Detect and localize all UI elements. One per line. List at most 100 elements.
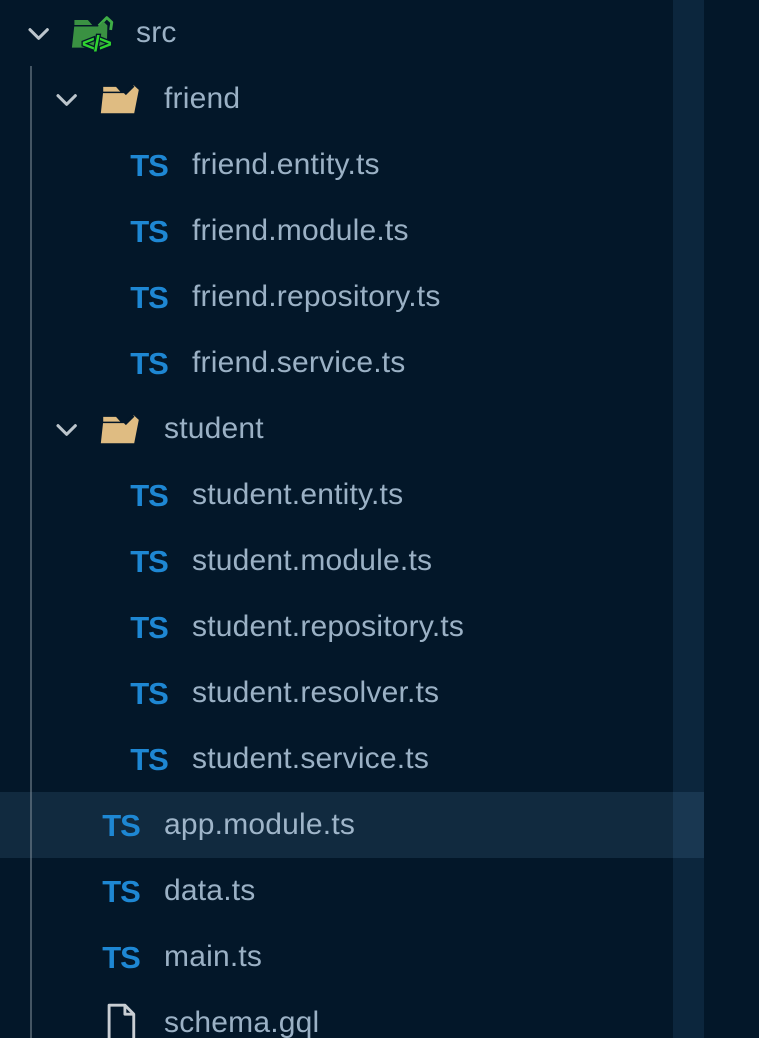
indent-guide (30, 66, 32, 1038)
indent-spacer (0, 957, 50, 958)
indent-spacer (0, 363, 78, 364)
icon-slot: TS (98, 924, 144, 990)
tree-item-friend-service-ts[interactable]: TS friend.service.ts (0, 330, 759, 396)
typescript-icon: TS (130, 147, 169, 183)
tree-item-student-resolver-ts[interactable]: TS student.resolver.ts (0, 660, 759, 726)
indent-spacer (0, 825, 50, 826)
icon-slot: TS (126, 330, 172, 396)
tree-item-src[interactable]: </> src (0, 0, 759, 66)
tree-item-label: friend.module.ts (192, 214, 409, 247)
tree-item-student-entity-ts[interactable]: TS student.entity.ts (0, 462, 759, 528)
tree-item-data-ts[interactable]: TS data.ts (0, 858, 759, 924)
tree-item-app-module-ts[interactable]: TS app.module.ts (0, 792, 759, 858)
typescript-icon: TS (130, 213, 169, 249)
folder-open-icon (100, 84, 139, 114)
chevron-slot (50, 858, 84, 924)
typescript-icon: TS (102, 807, 141, 843)
tree-item-friend-entity-ts[interactable]: TS friend.entity.ts (0, 132, 759, 198)
tree-item-student-repository-ts[interactable]: TS student.repository.ts (0, 594, 759, 660)
typescript-icon: TS (130, 741, 169, 777)
tree-item-friend-module-ts[interactable]: TS friend.module.ts (0, 198, 759, 264)
indent-spacer (0, 165, 78, 166)
indent-spacer (0, 627, 78, 628)
tree-item-friend-repository-ts[interactable]: TS friend.repository.ts (0, 264, 759, 330)
chevron-slot (78, 594, 112, 660)
tree-item-main-ts[interactable]: TS main.ts (0, 924, 759, 990)
icon-slot (98, 990, 144, 1038)
indent-spacer (0, 429, 50, 430)
indent-spacer (0, 759, 78, 760)
folder-open-icon (100, 414, 139, 444)
chevron-slot (78, 264, 112, 330)
tree-item-label: student.repository.ts (192, 610, 465, 643)
icon-slot (98, 396, 144, 462)
chevron-slot (78, 198, 112, 264)
chevron-slot (78, 528, 112, 594)
chevron-slot (50, 792, 84, 858)
chevron-slot (50, 990, 84, 1038)
icon-slot: TS (98, 858, 144, 924)
chevron-down-icon[interactable] (50, 413, 82, 445)
tree-item-student-service-ts[interactable]: TS student.service.ts (0, 726, 759, 792)
tree-item-label: friend.entity.ts (192, 148, 380, 181)
tree-item-label: student.resolver.ts (192, 676, 440, 709)
icon-slot: </> (70, 0, 116, 66)
chevron-down-icon[interactable] (22, 17, 54, 49)
typescript-icon: TS (102, 939, 141, 975)
chevron-slot (78, 330, 112, 396)
tree-item-label: app.module.ts (164, 808, 356, 841)
indent-spacer (0, 693, 78, 694)
indent-spacer (0, 99, 50, 100)
tree-item-label: student (164, 412, 264, 445)
chevron-down-icon[interactable] (50, 83, 82, 115)
icon-slot: TS (126, 462, 172, 528)
indent-spacer (0, 1023, 50, 1024)
file-icon (107, 1003, 136, 1038)
icon-slot: TS (126, 198, 172, 264)
code-glyph: </> (82, 31, 111, 55)
tree-item-label: friend.service.ts (192, 346, 406, 379)
chevron-slot (50, 66, 84, 132)
typescript-icon: TS (130, 543, 169, 579)
icon-slot: TS (126, 528, 172, 594)
tree-item-label: friend (164, 82, 241, 115)
scrollbar-thumb[interactable] (673, 0, 704, 1038)
indent-spacer (0, 495, 78, 496)
tree-item-label: src (136, 16, 177, 49)
indent-spacer (0, 231, 78, 232)
icon-slot: TS (126, 132, 172, 198)
icon-slot (98, 66, 144, 132)
tree-item-friend[interactable]: friend (0, 66, 759, 132)
tree-item-label: student.service.ts (192, 742, 430, 775)
tree-item-label: main.ts (164, 940, 263, 973)
indent-spacer (0, 33, 22, 34)
chevron-slot (78, 462, 112, 528)
icon-slot: TS (126, 726, 172, 792)
typescript-icon: TS (130, 477, 169, 513)
icon-slot: TS (126, 594, 172, 660)
typescript-icon: TS (130, 675, 169, 711)
chevron-slot (78, 726, 112, 792)
icon-slot: TS (126, 660, 172, 726)
chevron-slot (78, 660, 112, 726)
typescript-icon: TS (130, 279, 169, 315)
chevron-slot (22, 0, 56, 66)
tree-item-label: student.entity.ts (192, 478, 404, 511)
typescript-icon: TS (130, 609, 169, 645)
icon-slot: TS (98, 792, 144, 858)
indent-spacer (0, 297, 78, 298)
chevron-slot (50, 924, 84, 990)
chevron-slot (78, 132, 112, 198)
tree-item-student[interactable]: student (0, 396, 759, 462)
icon-slot: TS (126, 264, 172, 330)
folder-src-open-icon: </> (71, 16, 113, 55)
tree-item-student-module-ts[interactable]: TS student.module.ts (0, 528, 759, 594)
tree-item-label: schema.gql (164, 1006, 320, 1038)
tree-item-label: friend.repository.ts (192, 280, 441, 313)
tree-item-schema-gql[interactable]: schema.gql (0, 990, 759, 1038)
typescript-icon: TS (130, 345, 169, 381)
typescript-icon: TS (102, 873, 141, 909)
chevron-slot (50, 396, 84, 462)
